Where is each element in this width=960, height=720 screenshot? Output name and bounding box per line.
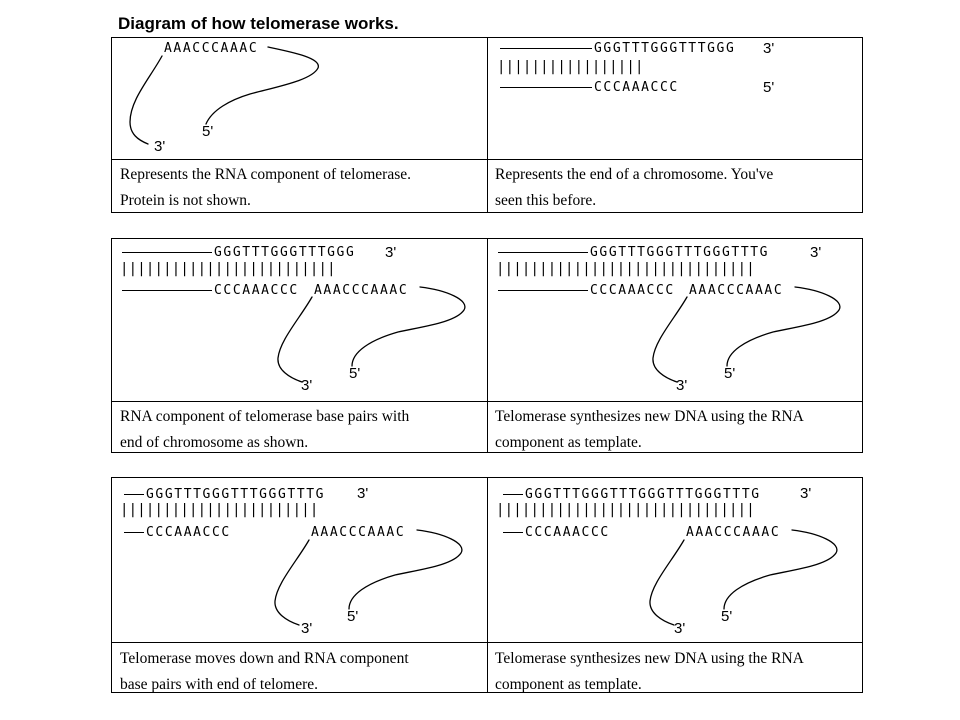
caption-line: component as template. (495, 434, 642, 451)
caption-line: base pairs with end of telomere. (120, 676, 318, 693)
panel-3-caption: RNA component of telomerase base pairs w… (120, 404, 409, 456)
bottom-strand-line (122, 290, 212, 291)
caption-line: RNA component of telomerase base pairs w… (120, 408, 410, 425)
panel-2-caption: Represents the end of a chromosome. You'… (495, 162, 773, 214)
bottom-strand-line (124, 532, 144, 533)
row-2-caption-rule (111, 401, 863, 402)
rna-sequence: AAACCCAAAC (164, 41, 259, 56)
base-pair-bonds: ||||||||||||||||||||||||| (120, 261, 336, 277)
rna-5-prime-label: 5' (721, 608, 733, 625)
rna-sequence: AAACCCAAAC (686, 525, 781, 540)
bottom-strand-line (498, 290, 588, 291)
rna-sequence: AAACCCAAAC (689, 283, 784, 298)
row-1-caption-rule (111, 159, 863, 160)
caption-line: Represents the end of a chromosome. You'… (495, 166, 774, 183)
row-2-divider (487, 238, 488, 453)
top-strand-line (500, 48, 592, 49)
top-strand-line (498, 252, 588, 253)
row-3-caption-rule (111, 642, 863, 643)
rna-3-prime-label: 3' (154, 138, 166, 155)
rna-5-prime-label: 5' (202, 123, 214, 140)
top-strand-sequence: GGGTTTGGGTTTGGGTTTG (146, 487, 326, 502)
top-strand-3-prime-label: 3' (800, 485, 812, 502)
top-strand-line (124, 494, 144, 495)
rna-sequence: AAACCCAAAC (314, 283, 409, 298)
bottom-strand-sequence: CCCAAACCC (214, 283, 299, 298)
top-strand-line (503, 494, 523, 495)
panel-1-caption: Represents the RNA component of telomera… (120, 162, 411, 214)
caption-line: Telomerase moves down and RNA component (120, 650, 409, 667)
top-strand-sequence: GGGTTTGGGTTTGGGTTTG (590, 245, 770, 260)
top-strand-3-prime-label: 3' (357, 485, 369, 502)
caption-line: end of chromosome as shown. (120, 434, 309, 451)
panel-6-caption: Telomerase synthesizes new DNA using the… (495, 646, 804, 698)
top-strand-line (122, 252, 212, 253)
top-strand-3-prime-label: 3' (385, 244, 397, 261)
rna-sequence: AAACCCAAAC (311, 525, 406, 540)
rna-5-prime-label: 5' (724, 365, 736, 382)
bottom-strand-line (500, 87, 592, 88)
panel-5-caption: Telomerase moves down and RNA component … (120, 646, 409, 698)
rna-3-prime-label: 3' (301, 377, 313, 394)
rna-3-prime-label: 3' (674, 620, 686, 637)
bottom-strand-sequence: CCCAAACCC (146, 525, 231, 540)
diagram-title: Diagram of how telomerase works. (118, 14, 399, 33)
rna-3-prime-label: 3' (676, 377, 688, 394)
caption-line: seen this before. (495, 192, 597, 209)
caption-line: Protein is not shown. (120, 192, 251, 209)
bottom-strand-line (503, 532, 523, 533)
caption-line: Represents the RNA component of telomera… (120, 166, 411, 183)
panel-4-caption: Telomerase synthesizes new DNA using the… (495, 404, 804, 456)
base-pair-bonds: |||||||||||||||||||||||||||||| (496, 261, 755, 277)
base-pair-bonds: ||||||||||||||||| (497, 59, 644, 75)
base-pair-bonds: |||||||||||||||||||||||||||||| (496, 502, 755, 518)
top-strand-sequence: GGGTTTGGGTTTGGGTTTGGGTTTG (525, 487, 761, 502)
top-strand-3-prime-label: 3' (810, 244, 822, 261)
rna-5-prime-label: 5' (347, 608, 359, 625)
top-strand-sequence: GGGTTTGGGTTTGGG (594, 41, 736, 56)
caption-line: Telomerase synthesizes new DNA using the… (495, 650, 804, 667)
bottom-strand-5-prime-label: 5' (763, 79, 775, 96)
rna-5-prime-label: 5' (349, 365, 361, 382)
base-pair-bonds: ||||||||||||||||||||||| (120, 502, 319, 518)
row-3-divider (487, 477, 488, 693)
row-1-divider (487, 37, 488, 213)
caption-line: Telomerase synthesizes new DNA using the… (495, 408, 804, 425)
rna-3-prime-label: 3' (301, 620, 313, 637)
bottom-strand-sequence: CCCAAACCC (525, 525, 610, 540)
caption-line: component as template. (495, 676, 642, 693)
bottom-strand-sequence: CCCAAACCC (594, 80, 679, 95)
top-strand-3-prime-label: 3' (763, 40, 775, 57)
top-strand-sequence: GGGTTTGGGTTTGGG (214, 245, 356, 260)
bottom-strand-sequence: CCCAAACCC (590, 283, 675, 298)
